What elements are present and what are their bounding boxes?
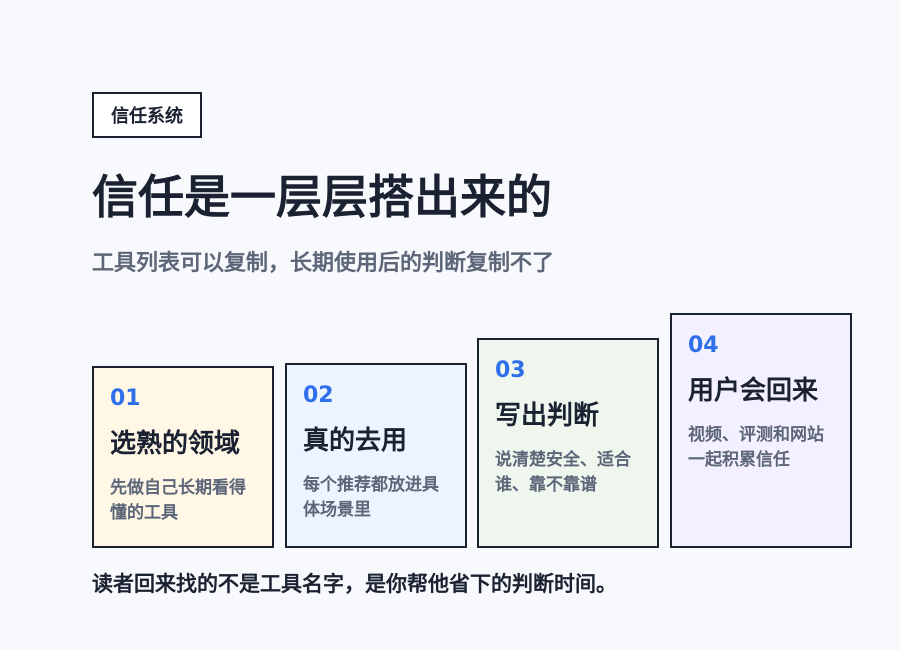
step-number: 04 bbox=[688, 333, 719, 358]
step-card-4: 04 用户会回来 视频、评测和网站一起积累信任 bbox=[670, 313, 852, 548]
section-tag: 信任系统 bbox=[92, 92, 202, 138]
page-title: 信任是一层层搭出来的 bbox=[92, 170, 552, 224]
page-subtitle: 工具列表可以复制，长期使用后的判断复制不了 bbox=[92, 251, 555, 276]
step-card-2: 02 真的去用 每个推荐都放进具体场景里 bbox=[285, 363, 467, 548]
step-description: 说清楚安全、适合谁、靠不靠谱 bbox=[495, 450, 631, 495]
step-description: 视频、评测和网站一起积累信任 bbox=[688, 425, 824, 470]
step-description: 先做自己长期看得懂的工具 bbox=[110, 478, 246, 523]
step-card-1: 01 选熟的领域 先做自己长期看得懂的工具 bbox=[92, 366, 274, 548]
step-title: 用户会回来 bbox=[688, 376, 819, 406]
step-description: 每个推荐都放进具体场景里 bbox=[303, 475, 439, 520]
step-title: 选熟的领域 bbox=[110, 429, 241, 459]
step-card-3: 03 写出判断 说清楚安全、适合谁、靠不靠谱 bbox=[477, 338, 659, 548]
step-number: 03 bbox=[495, 358, 526, 383]
step-title: 写出判断 bbox=[495, 401, 600, 431]
step-title: 真的去用 bbox=[303, 426, 408, 456]
step-number: 01 bbox=[110, 386, 141, 411]
step-number: 02 bbox=[303, 383, 334, 408]
footer-note: 读者回来找的不是工具名字，是你帮他省下的判断时间。 bbox=[92, 572, 617, 596]
